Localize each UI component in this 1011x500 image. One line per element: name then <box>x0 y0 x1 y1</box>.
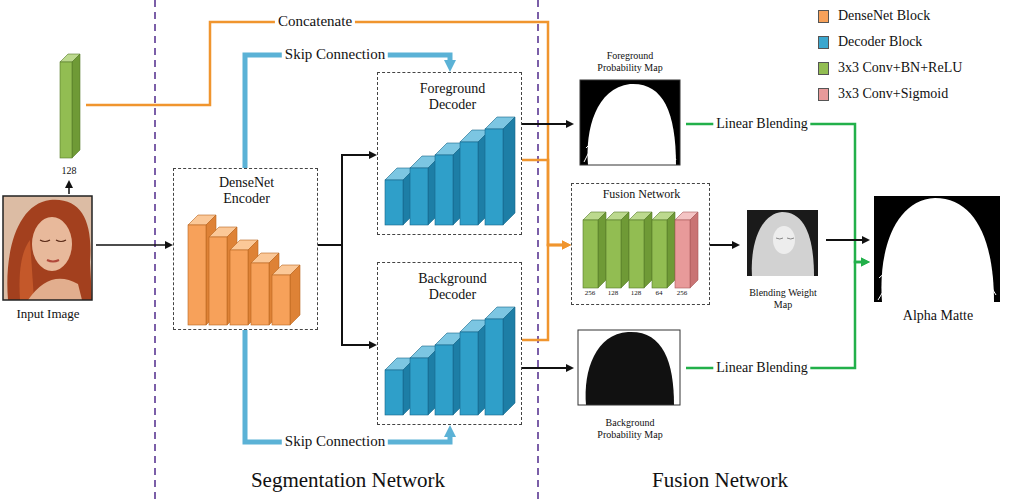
image-node: Alpha Matte <box>870 194 1006 326</box>
legend-swatch <box>818 88 829 101</box>
image-node: Input Image <box>0 194 96 324</box>
weight-map <box>747 210 818 276</box>
decoder-box: Foreground Decoder <box>377 72 522 235</box>
node-label: Blending Weight Map <box>745 287 821 310</box>
connector-line <box>826 239 864 241</box>
connector <box>686 258 870 369</box>
conv-block <box>60 54 80 158</box>
connector-label: Linear Blending <box>713 361 810 376</box>
connector <box>522 160 571 250</box>
decoder-blocks <box>385 307 515 415</box>
encoder-box: DenseNet Encoder <box>173 168 318 330</box>
connector-line <box>686 124 864 262</box>
connector-line <box>86 22 565 245</box>
connector <box>245 330 456 442</box>
connector-line <box>710 244 734 246</box>
connector-line <box>96 244 167 246</box>
node-label: DenseNet Encoder <box>207 175 287 207</box>
channel-count: 256 <box>585 290 596 298</box>
decoder-box: Background Decoder <box>377 262 522 425</box>
connector-line <box>318 155 371 245</box>
channel-count: 256 <box>677 290 688 298</box>
connector <box>318 245 377 349</box>
connector <box>86 22 571 250</box>
legend-swatch <box>818 62 829 75</box>
connector <box>522 241 571 341</box>
connector <box>522 364 574 372</box>
connector <box>522 120 574 128</box>
connector-label: Skip Connection <box>282 434 388 450</box>
image-node: Background Probability Map <box>574 328 686 440</box>
alpha-matte <box>874 196 1000 302</box>
legend-label: DenseNet Block <box>838 8 930 24</box>
node-label: Foreground Probability Map <box>590 50 670 73</box>
node-label: Input Image <box>0 307 96 322</box>
probability-map <box>580 80 680 165</box>
connector <box>686 124 870 267</box>
probability-map <box>578 330 680 405</box>
connector <box>318 151 377 245</box>
densenet-blocks <box>188 215 300 325</box>
decoder-blocks <box>385 117 515 225</box>
sigmoid-block <box>675 212 698 288</box>
input-photo <box>3 196 92 300</box>
image-node: Blending Weight Map <box>740 208 826 310</box>
node-label: Background Decoder <box>413 271 493 303</box>
channel-count: 128 <box>631 290 642 298</box>
node-label: 128 <box>52 165 86 177</box>
channel-count: 128 <box>608 290 619 298</box>
section-divider <box>537 0 539 500</box>
connector <box>710 241 740 249</box>
connector-label: Concatenate <box>275 14 355 30</box>
connector-label: Skip Connection <box>282 47 388 63</box>
connector-line <box>522 160 565 245</box>
node-label: Foreground Decoder <box>413 81 493 113</box>
connector <box>96 241 173 249</box>
connector-line <box>522 367 568 369</box>
connector-line <box>686 262 864 368</box>
connector <box>826 236 870 244</box>
legend-label: 3x3 Conv+Sigmoid <box>838 86 948 102</box>
node-label: Background Probability Map <box>590 417 670 440</box>
connector-label: Linear Blending <box>713 117 810 132</box>
connector-line <box>318 245 371 345</box>
legend-label: Decoder Block <box>838 34 922 50</box>
legend-swatch <box>818 36 829 49</box>
connector-line <box>68 186 70 194</box>
legend-swatch <box>818 10 829 23</box>
node-label: Fusion Network <box>577 188 707 202</box>
fusion-box: Fusion Network <box>571 183 710 305</box>
conv-node: 128 <box>52 50 86 180</box>
legend-label: 3x3 Conv+BN+ReLU <box>838 60 962 76</box>
fusion-blocks <box>583 212 675 288</box>
section-divider <box>154 0 156 500</box>
image-node: Foreground Probability Map <box>574 50 686 167</box>
section-title: Fusion Network <box>652 469 788 492</box>
channel-count: 64 <box>656 290 663 298</box>
connector-line <box>522 245 565 340</box>
connector <box>65 180 73 194</box>
section-title: Segmentation Network <box>251 469 445 492</box>
connector-line <box>245 330 450 442</box>
connector-line <box>522 123 568 125</box>
node-label: Alpha Matte <box>873 308 1003 324</box>
